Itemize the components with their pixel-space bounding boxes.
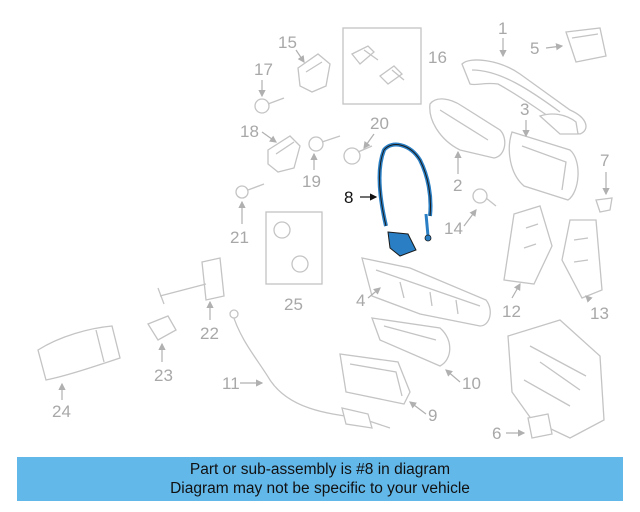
part-16-bolt-box	[342, 27, 422, 105]
part-5-handle-cap	[565, 27, 607, 63]
part-10-seal	[371, 317, 451, 367]
callout-14: 14	[444, 219, 463, 238]
part-19-bolt	[308, 135, 341, 152]
callout-6: 6	[492, 424, 501, 443]
callout-10: 10	[462, 374, 481, 393]
part-17-bolt	[254, 97, 285, 114]
leader-14	[463, 209, 477, 227]
leader-20	[363, 133, 375, 149]
callout-22: 22	[200, 324, 219, 343]
callout-24: 24	[52, 402, 71, 421]
callout-11: 11	[222, 374, 240, 393]
part-11-release-cable	[229, 309, 391, 429]
part-4-handle-carrier	[361, 257, 491, 327]
callout-18: 18	[240, 122, 259, 141]
callout-19: 19	[302, 172, 321, 191]
part-21-bolt	[235, 183, 265, 199]
callout-25: 25	[284, 295, 303, 314]
callout-15: 15	[278, 33, 297, 52]
leader-15	[295, 49, 305, 63]
leader-12	[511, 282, 521, 299]
part-3-bezel	[508, 131, 579, 201]
part-7-screw	[595, 197, 613, 213]
callout-3: 3	[520, 100, 529, 119]
callout-16: 16	[428, 48, 447, 67]
part-2-handle-frame	[429, 98, 506, 159]
part-23-grommet	[147, 315, 177, 341]
leader-5	[545, 43, 564, 51]
leader-9	[409, 401, 427, 415]
callout-8: 8	[344, 188, 353, 207]
callout-13: 13	[590, 304, 609, 323]
part-24-cover	[37, 325, 121, 381]
leader-10	[445, 369, 461, 383]
part-20-bolt	[343, 145, 373, 165]
part-14-bolt	[472, 188, 497, 207]
part-25-clip-box	[265, 211, 323, 285]
info-banner: Part or sub-assembly is #8 in diagram Di…	[17, 457, 623, 501]
part-22-cable-bracket	[157, 257, 225, 305]
part-18-bracket	[267, 135, 301, 173]
leader-4	[367, 287, 381, 299]
callout-4: 4	[356, 291, 365, 310]
leader-13	[585, 295, 593, 303]
callout-20: 20	[370, 114, 389, 133]
part-15-bracket	[297, 53, 331, 93]
leader-18	[261, 131, 277, 143]
banner-line-2: Diagram may not be specific to your vehi…	[170, 480, 470, 497]
part-6-door-latch	[507, 319, 605, 439]
parts-diagram: 1 5 2 3 7 15 16 17	[37, 19, 613, 443]
callout-21: 21	[230, 228, 249, 247]
part-1-outside-handle	[461, 59, 587, 135]
part-8-lock-cable-highlighted	[377, 142, 433, 257]
callout-7: 7	[600, 151, 609, 170]
callout-17: 17	[254, 60, 273, 79]
callout-23: 23	[154, 366, 173, 385]
callout-5: 5	[530, 39, 539, 58]
part-9-inside-handle	[339, 353, 411, 405]
callout-9: 9	[428, 406, 437, 425]
callout-1: 1	[498, 19, 507, 38]
banner-line-1: Part or sub-assembly is #8 in diagram	[189, 461, 451, 478]
part-12-pad	[503, 205, 553, 285]
part-13-pad	[561, 219, 603, 299]
callout-12: 12	[502, 302, 521, 321]
callout-2: 2	[453, 176, 462, 195]
